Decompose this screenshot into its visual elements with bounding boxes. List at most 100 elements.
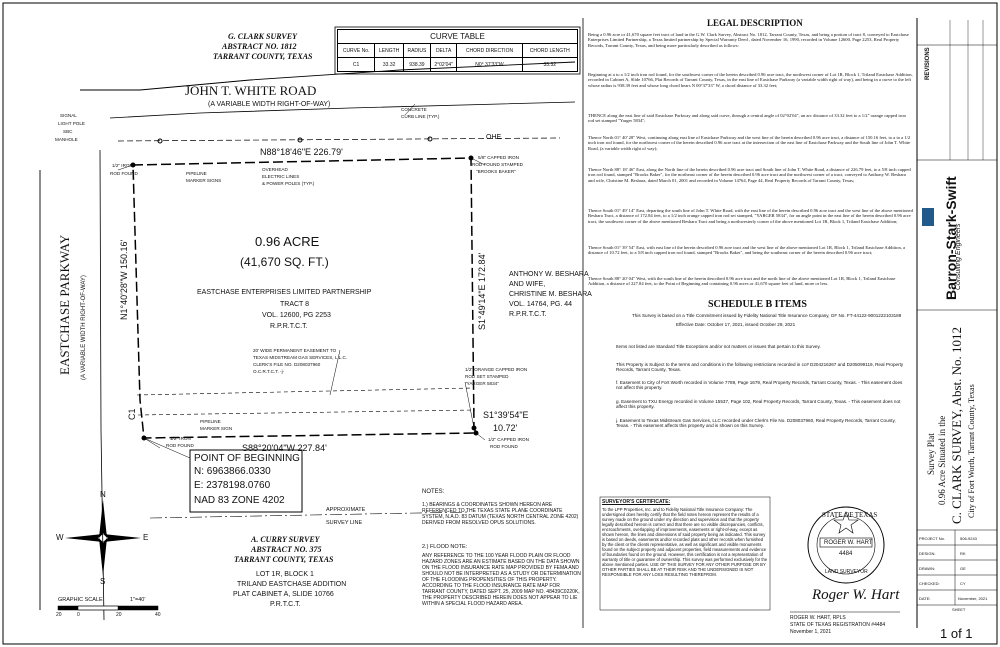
callout-signal: SIGNAL	[60, 113, 77, 118]
certificate-body: To the LPP Properties, Inc. and to Fidel…	[602, 507, 768, 577]
curve-label-c1: C1	[127, 408, 137, 420]
curve-cell: 2°02'04"	[429, 57, 458, 72]
lot-line-4: P.R.T.C.T.	[270, 601, 301, 608]
graphic-scale	[57, 605, 159, 611]
adjoiner-line5: R.P.R.T.C.T.	[509, 311, 547, 318]
road-left-name: EASTCHASE PARKWAY	[57, 234, 72, 375]
design-label: DESIGN:	[919, 551, 936, 556]
compass-e: E	[143, 533, 149, 542]
curve-col-header: CURVE No.	[336, 43, 376, 58]
drawn-label: DRAWN:	[919, 566, 936, 571]
road-top-curb-line	[109, 101, 576, 119]
schedule-item-0: Items not listed are Standard Title Exce…	[616, 344, 821, 349]
schedule-item-1: This Property is Subject to the terms an…	[616, 362, 904, 373]
seal-name: ROGER W. HART	[824, 540, 873, 546]
header-survey-line3: TARRANT COUNTY, TEXAS	[213, 52, 313, 61]
curve-table: CURVE TABLE CURVE No. LENGTH RADIUS DELT…	[336, 29, 579, 72]
pob-box	[189, 449, 303, 513]
note-2-title: 2.) FLOOD NOTE:	[422, 544, 468, 550]
compass-n: N	[100, 490, 106, 499]
seal-bottom: LAND SURVEYOR	[825, 569, 868, 575]
callout-capped-se-2: ROD FOUND	[490, 444, 518, 449]
survey-plat-label: Survey Plat	[926, 433, 936, 475]
curve-cell: 33.32	[374, 57, 404, 72]
road-top-name: JOHN T. WHITE ROAD	[185, 83, 317, 98]
callout-orange-3: "YARGER 5834"	[465, 381, 499, 386]
curve-cell: C1	[336, 57, 376, 72]
scale-tick: 20	[116, 612, 122, 618]
bearing-west: N1°40'28"W 150.16'	[119, 239, 129, 320]
schedule-item-4: j. Easement to Texas Midstream Gas Servi…	[616, 418, 896, 429]
revisions-label: REVISIONS	[925, 47, 931, 80]
tract-sqft: (41,670 SQ. FT.)	[240, 255, 329, 269]
scale-ratio: 1"=40'	[130, 597, 146, 603]
legal-p7: Thence South 01° 39' 54" East, with east…	[588, 245, 906, 256]
curve-col-header: CHORD DIRECTION	[456, 43, 523, 58]
curve-col-header: RADIUS	[403, 43, 431, 58]
pob-easting: E: 2378198.0760	[194, 480, 271, 491]
signer-line-1: ROGER W. HART, RPLS	[790, 615, 846, 621]
survey-name: C. CLARK SURVEY, Abst. No. 1012	[949, 327, 964, 524]
callout-light-pole: LIGHT POLE	[58, 121, 85, 126]
callout-easement-4: O.C.R.T.C.T. -j-	[253, 369, 285, 374]
adjoiner-line4: VOL. 14764, PG. 44	[509, 301, 573, 308]
pob-northing: N: 6963866.0330	[194, 466, 271, 477]
tract-volume: VOL. 12600, PG 2253	[262, 312, 331, 319]
bearing-se-1: S1°39'54"E	[483, 410, 529, 420]
road-top-sub: (A VARIABLE WIDTH RIGHT-OF-WAY)	[208, 101, 331, 108]
legal-p2: Beginning at a to a 1/2 inch iron rod fo…	[588, 72, 913, 88]
date-value: November, 2021	[958, 596, 988, 601]
schedule-intro-2: Effective Date: October 17, 2021, issued…	[676, 322, 796, 327]
project-no-label: PROJECT No.	[919, 536, 945, 541]
lot-line-2: TRILAND EASTCHASE ADDITION	[237, 581, 347, 588]
bearing-north: N88°18'46"E 226.79'	[260, 147, 343, 157]
callout-capped-se-1: 1/2" CAPPED IRON	[488, 437, 529, 442]
company-logo-icon	[922, 208, 934, 226]
callout-iron-sw-1: 1/2" IRON	[170, 436, 191, 441]
curve-table-title: CURVE TABLE	[337, 29, 578, 44]
road-left-sub: (A VARIABLE WIDTH RIGHT-OF-WAY)	[81, 275, 87, 380]
ohe-label: OHE	[486, 134, 502, 141]
curve-cell: N0° 37'33"W	[456, 57, 523, 72]
property-boundary	[132, 157, 478, 439]
header-survey-line2: ABSTRACT NO. 1812	[222, 42, 297, 51]
seal-number: 4484	[839, 551, 853, 557]
adjoiner-line2: AND WIFE,	[509, 281, 546, 288]
schedule-intro-1: This Survey is based on a Title Commitme…	[632, 313, 902, 318]
callout-iron-sw-2: ROD FOUND	[166, 443, 194, 448]
north-arrow-icon	[65, 500, 141, 576]
header-survey-line1: G. CLARK SURVEY	[228, 32, 297, 41]
callout-overhead-3: & POWER POLES (TYP.)	[262, 181, 315, 186]
easement-line-1	[136, 387, 475, 396]
tract-acre: 0.96 ACRE	[255, 234, 320, 249]
bottom-survey-1: A. CURRY SURVEY	[251, 535, 320, 544]
legal-p4: Thence North 01° 40' 28" West, continuin…	[588, 135, 911, 151]
callout-iron-nw-1: 1/2" IRON	[112, 163, 133, 168]
company-sub: Consulting Engineers	[955, 223, 962, 290]
legal-p1: Being a 0.96 acre or 41,670 square feet …	[588, 32, 909, 48]
callout-overhead-2: ELECTRIC LINES	[262, 174, 300, 179]
scale-tick: 0	[77, 612, 80, 618]
callout-pipeline-sw-2: MARKER SIGN	[200, 426, 233, 431]
approx-survey-line	[149, 511, 471, 519]
callout-capped-ne-3: "BROOKS BAKER"	[476, 169, 516, 174]
callout-overhead-1: OVERHEAD	[262, 167, 288, 172]
note-2-body: ANY REFERENCE TO THE 100 YEAR FLOOD PLAI…	[422, 553, 581, 607]
surveyor-seal	[807, 506, 885, 584]
city-line: City of Fort Worth, Tarrant County, Texa…	[967, 384, 976, 518]
callout-easement-3: CLERK'S FILE NO. D208037960	[253, 362, 321, 367]
callout-easement-1: 20' WIDE PERMANENT EASEMENT TO	[253, 348, 337, 353]
sheet-value: 1 of 1	[940, 626, 973, 641]
callout-concrete-2: CURB LINE (TYP.)	[401, 114, 440, 119]
compass-w: W	[56, 533, 64, 542]
curve-col-header: LENGTH	[374, 43, 404, 58]
checked-label: CHECKED:	[919, 581, 940, 586]
tract-record: R.P.R.T.C.T.	[270, 323, 308, 330]
compass-s: S	[100, 577, 106, 586]
approx-line-2: SURVEY LINE	[326, 520, 363, 526]
bearing-south: S88°20'04"W 227.84'	[242, 443, 327, 453]
scale-title: GRAPHIC SCALE	[58, 597, 103, 603]
signer-line-3: November 1, 2021	[790, 629, 832, 635]
